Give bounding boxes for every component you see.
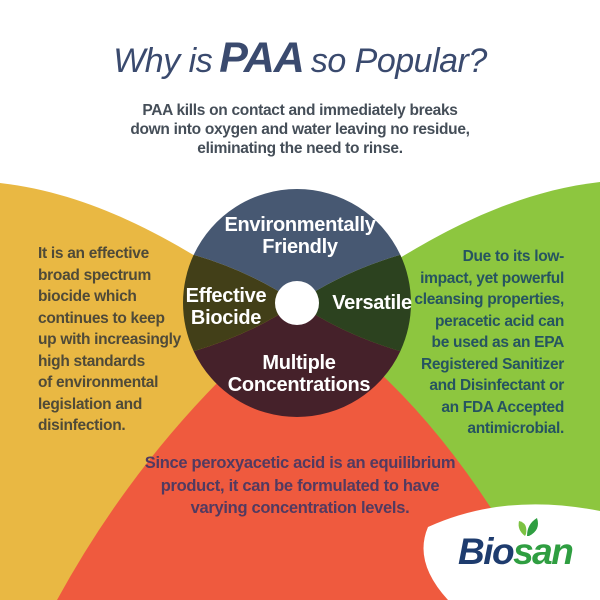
label-line: Biocide <box>190 307 262 329</box>
wheel-sector-left <box>183 254 297 352</box>
title-highlight: PAA <box>219 34 305 82</box>
label-line: Multiple <box>262 352 336 374</box>
text-line: disinfection. <box>38 417 126 434</box>
wheel-sector-top <box>193 189 401 303</box>
text-line: broad spectrum <box>38 266 151 284</box>
text-line: continues to keep <box>38 309 165 327</box>
intro-line: PAA kills on contact and immediately bre… <box>142 102 458 119</box>
text-line: Since peroxyacetic acid is an equilibriu… <box>144 454 456 472</box>
concentrations-description: Since peroxyacetic acid is an equilibriu… <box>0 452 600 520</box>
intro-line: down into oxygen and water leaving no re… <box>130 121 470 138</box>
text-line: high standards <box>38 352 145 370</box>
label-line: Versatile <box>332 292 412 314</box>
label-line: Friendly <box>262 236 338 258</box>
text-line: cleansing properties, <box>414 291 564 308</box>
effective-biocide-description: It is an effective broad spectrum biocid… <box>38 243 181 437</box>
title-prefix: Why is <box>113 42 213 80</box>
text-line: peracetic acid can <box>434 312 564 330</box>
label-line: Effective <box>185 285 267 307</box>
text-line: legislation and <box>38 395 143 413</box>
title-suffix: so Popular? <box>310 42 487 80</box>
wheel-label-effective-biocide: Effective Biocide <box>186 285 267 329</box>
text-line: biocide which <box>38 288 137 305</box>
text-line: It is an effective <box>38 245 149 262</box>
text-line: Registered Sanitizer <box>420 355 564 373</box>
text-line: antimicrobial. <box>467 420 564 437</box>
label-line: Environmentally <box>224 214 376 236</box>
benefit-wheel <box>183 189 411 417</box>
leaf-right <box>527 518 538 536</box>
wheel-label-multiple-concentrations: Multiple Concentrations <box>227 352 371 396</box>
logo-san: san <box>513 531 574 572</box>
red-wedge <box>57 310 545 600</box>
text-line: product, it can be formulated to have <box>160 476 440 495</box>
text-line: varying concentration levels. <box>190 499 410 517</box>
label-line: Concentrations <box>227 374 371 396</box>
text-line: Due to its low- <box>462 248 565 265</box>
wheel-label-environmentally-friendly: Environmentally Friendly <box>224 214 375 258</box>
leaf-icon <box>518 518 538 536</box>
logo-blob <box>423 504 600 600</box>
logo-bio: Bio <box>458 531 515 572</box>
leaf-left <box>518 521 527 536</box>
wheel-label-versatile: Versatile <box>332 292 412 314</box>
versatile-description: Due to its low- impact, yet powerful cle… <box>414 246 564 440</box>
intro-line: eliminating the need to rinse. <box>197 140 403 157</box>
text-line: of environmental <box>38 374 159 391</box>
text-line: and Disinfectant or <box>429 377 564 394</box>
intro-text: PAA kills on contact and immediately bre… <box>0 101 600 158</box>
wheel-sector-bottom <box>193 303 401 417</box>
wheel-sector-right <box>297 254 411 352</box>
text-line: impact, yet powerful <box>420 269 564 287</box>
text-line: an FDA Accepted <box>441 398 564 416</box>
text-line: up with increasingly <box>38 331 181 348</box>
wheel-hub <box>275 281 319 325</box>
text-line: be used as an EPA <box>431 334 565 351</box>
biosan-logo: Biosan <box>458 518 574 573</box>
